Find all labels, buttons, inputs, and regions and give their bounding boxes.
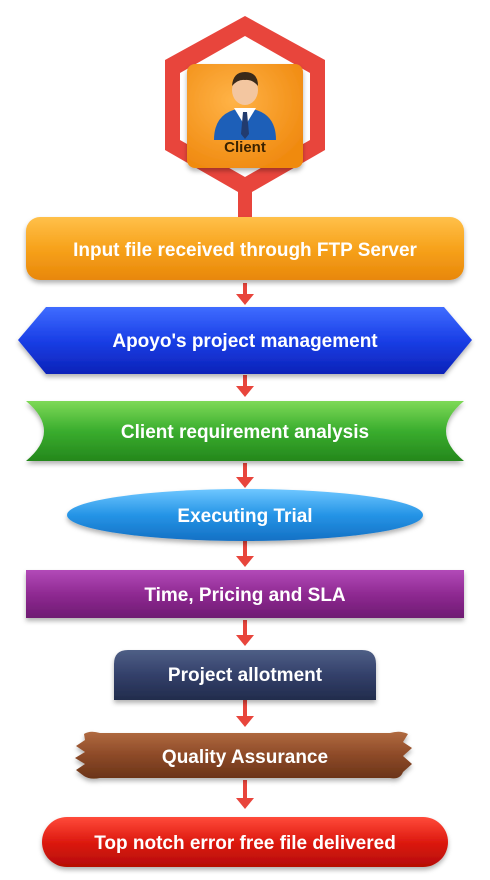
connector-arrow (236, 375, 254, 397)
step-label: Client requirement analysis (121, 422, 369, 443)
step-label: Input file received through FTP Server (73, 240, 417, 261)
step-label: Quality Assurance (162, 747, 328, 768)
connector-arrow (236, 540, 254, 567)
step-executing-trial (67, 489, 423, 541)
client-node: Client (165, 16, 325, 218)
step-label: Executing Trial (177, 506, 312, 527)
connector-arrow (236, 780, 254, 809)
step-label: Time, Pricing and SLA (144, 585, 346, 606)
step-label: Project allotment (168, 665, 323, 686)
connector-arrow (236, 700, 254, 727)
step-label: Apoyo's project management (112, 331, 378, 352)
connector-arrow (236, 283, 254, 305)
connectors (236, 283, 254, 809)
step-quality-assurance (75, 731, 412, 779)
connector-arrow (236, 463, 254, 488)
step-time-pricing-sla (26, 570, 464, 618)
step-label: Top notch error free file delivered (94, 833, 396, 854)
step-input-file (26, 217, 464, 280)
step-project-management (18, 307, 472, 374)
client-person-icon (214, 72, 276, 140)
step-requirement-analysis (26, 401, 464, 461)
step-project-allotment (114, 650, 376, 700)
step-file-delivered (42, 817, 448, 867)
client-label: Client (224, 139, 266, 156)
connector-arrow (236, 620, 254, 646)
